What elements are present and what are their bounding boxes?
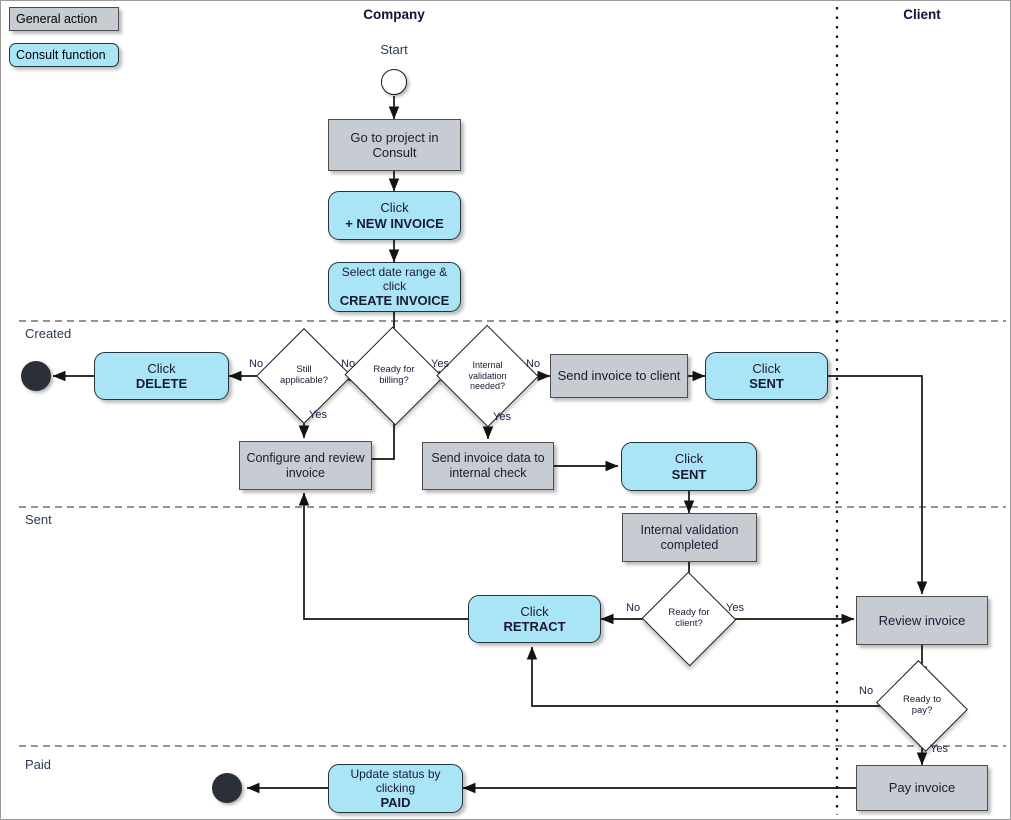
node-review-invoice-line1: Review invoice [878,612,966,628]
column-header-company: Company [363,7,425,22]
edge-label-ready-for-billing-yes: Yes [431,358,449,370]
node-send-internal-line2: internal check [449,466,527,480]
decision-still-applicable[interactable]: Still applicable? [255,327,353,425]
node-click-new-invoice[interactable]: Click + NEW INVOICE [328,191,461,240]
edge-label-still-applicable-yes: Yes [309,409,327,421]
edge-label-ready-for-client-yes: Yes [726,602,744,614]
node-go-to-project-line1: Go to project in [350,129,439,145]
node-update-status-paid[interactable]: Update status by clicking PAID [328,764,463,813]
decision-internal-validation-needed-line3: needed? [469,381,506,392]
column-header-client: Client [903,7,941,22]
node-click-delete-line1: Click [147,360,176,376]
node-configure-review-invoice-line1: Configure and review [246,450,365,465]
edge-label-ready-to-pay-no: No [859,685,874,697]
node-click-sent-client-line1: Click [752,360,781,376]
node-create-invoice-line1: Select date range & [341,265,448,280]
node-pay-invoice-line1: Pay invoice [888,780,956,796]
decision-internal-validation-needed-line2: validation [468,370,507,381]
node-update-status-paid-line1: Update status by [350,766,441,781]
decision-ready-for-client-line1: Ready for [668,607,710,619]
node-click-delete-line2: DELETE [135,376,188,391]
node-update-status-paid-line2: clicking [375,780,416,795]
decision-ready-for-client-line2: client? [675,618,703,629]
node-create-invoice-line3: CREATE INVOICE [339,293,450,309]
decision-internal-validation-needed-line1: Internal [472,360,503,371]
node-send-internal-line1: Send invoice data to [431,451,545,466]
node-internal-validation-completed[interactable]: Internal validation completed [622,513,757,562]
edge-label-ready-for-client-no: No [626,602,641,614]
node-go-to-project[interactable]: Go to project in Consult [328,119,461,171]
edge-label-internal-validation-no: No [526,358,541,370]
decision-ready-to-pay-line1: Ready to [902,694,942,706]
node-click-sent-client-line2: SENT [749,376,784,391]
node-send-invoice-to-client[interactable]: Send invoice to client [550,354,688,398]
node-click-sent-internal-line1: Click [674,451,704,467]
decision-still-applicable-line2: applicable? [279,375,329,386]
node-click-retract-line1: Click [520,603,549,619]
node-click-retract[interactable]: Click RETRACT [468,595,601,643]
node-update-status-paid-line3: PAID [380,794,411,810]
node-review-invoice[interactable]: Review invoice [856,596,988,645]
start-label: Start [380,42,408,57]
node-create-invoice-line2: click [382,279,407,294]
lane-label-sent: Sent [25,512,52,527]
edge-label-ready-for-billing-no: No [341,358,356,370]
start-node [381,69,407,95]
end-node-paid [212,773,242,803]
node-click-retract-line2: RETRACT [503,619,566,634]
decision-ready-for-billing-line2: billing? [379,375,409,386]
node-send-invoice-to-client-line1: Send invoice to client [557,368,681,384]
edge-label-internal-validation-yes: Yes [493,411,511,423]
decision-ready-for-client[interactable]: Ready for client? [641,571,737,667]
node-configure-review-invoice-line2: invoice [286,465,325,480]
node-create-invoice[interactable]: Select date range & click CREATE INVOICE [328,262,461,312]
decision-still-applicable-line1: Still [296,364,312,376]
node-click-delete[interactable]: Click DELETE [94,352,229,400]
node-click-sent-client[interactable]: Click SENT [705,352,828,400]
node-click-sent-internal-line2: SENT [671,466,707,482]
legend-consult-function-label: Consult function [16,48,106,62]
decision-internal-validation-needed[interactable]: Internal validation needed? [436,324,539,428]
decision-ready-for-billing[interactable]: Ready for billing? [344,326,444,426]
node-send-invoice-data-internal-check[interactable]: Send invoice data to internal check [422,442,554,490]
node-click-new-invoice-line1: Click [380,200,409,216]
decision-ready-to-pay[interactable]: Ready to pay? [876,660,968,752]
end-node-delete [21,361,51,391]
lane-label-created: Created [25,326,72,341]
node-configure-review-invoice[interactable]: Configure and review invoice [239,441,372,490]
edge-label-ready-to-pay-yes: Yes [930,743,948,755]
node-internal-validation-completed-line2: completed [660,537,719,552]
node-click-new-invoice-line2: + NEW INVOICE [345,215,444,231]
legend-general-action-label: General action [16,12,98,26]
legend-general-action: General action [9,7,119,31]
node-internal-validation-completed-line1: Internal validation [640,522,739,537]
node-click-sent-internal[interactable]: Click SENT [621,442,757,491]
lane-label-paid: Paid [25,757,52,772]
node-pay-invoice[interactable]: Pay invoice [856,765,988,811]
decision-ready-to-pay-line2: pay? [911,705,933,716]
legend-consult-function: Consult function [9,43,119,67]
decision-ready-for-billing-line1: Ready for [373,364,415,376]
edge-label-still-applicable-no: No [249,358,264,370]
node-go-to-project-line2: Consult [372,145,417,160]
